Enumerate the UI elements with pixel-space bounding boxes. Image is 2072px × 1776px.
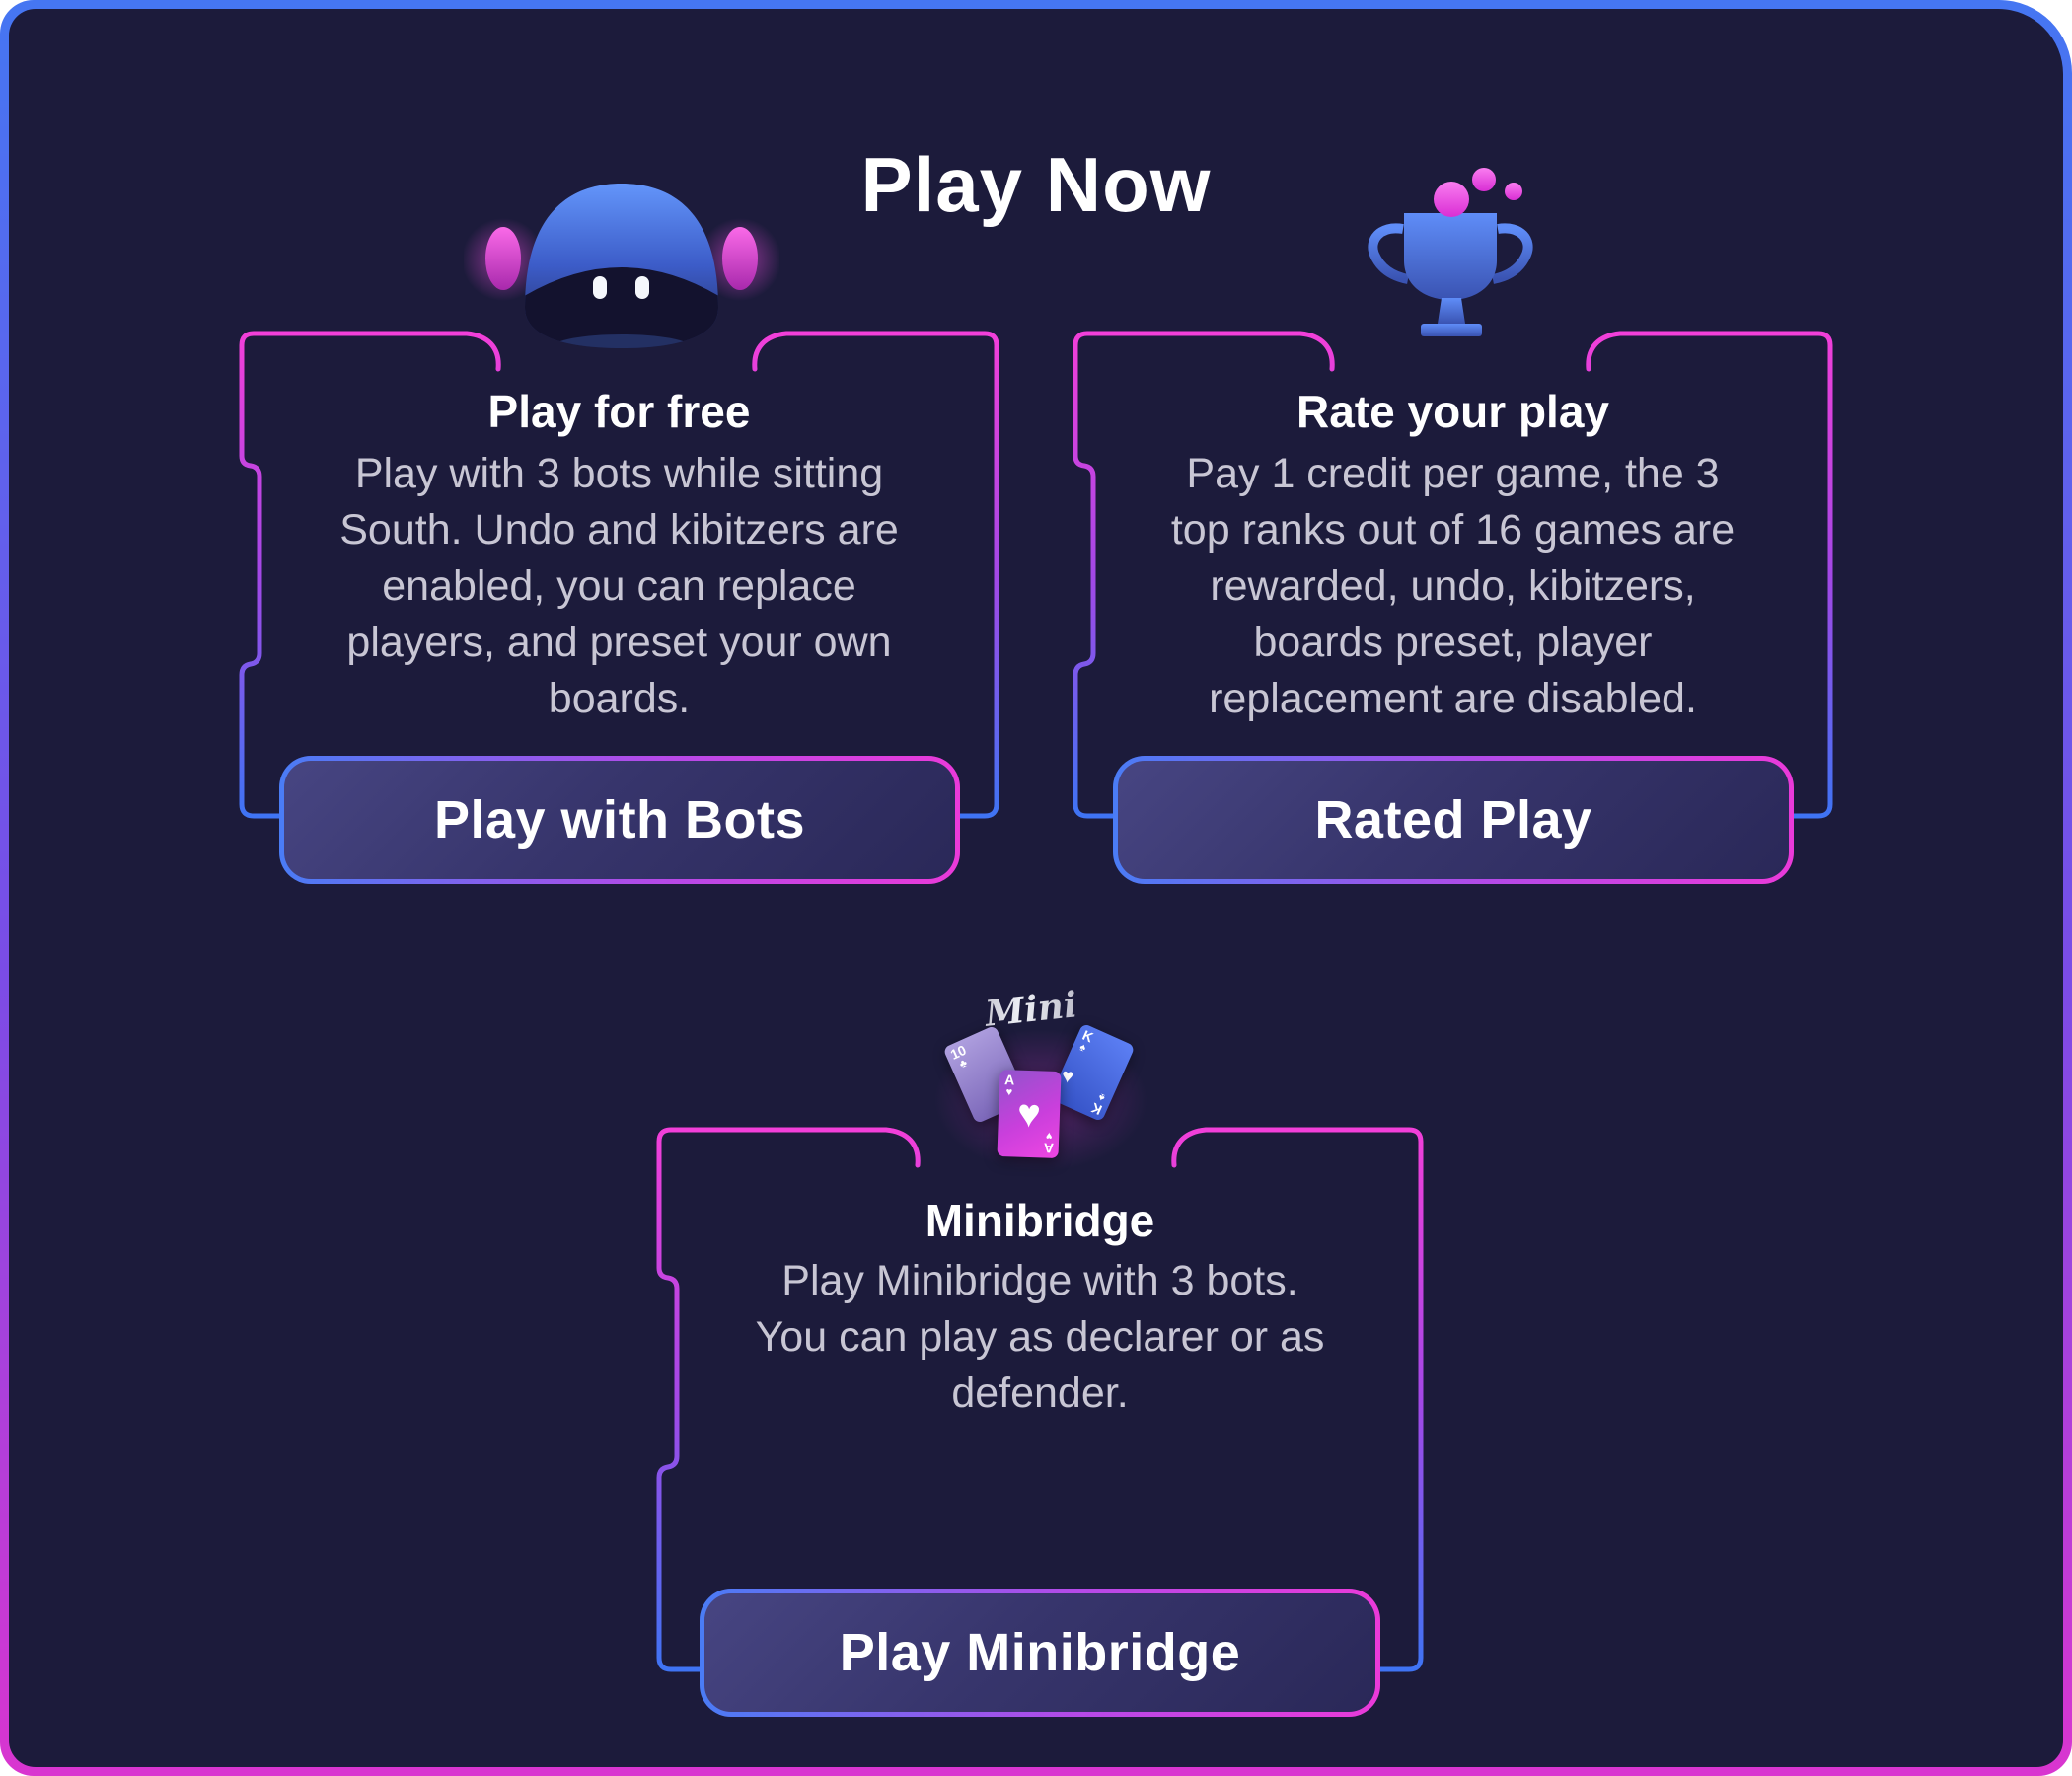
mini-cards-icon: 10 ♣ ♣ K ♠ ♥ K ♠ A ♥ ♥ A ♥ [893, 982, 1189, 1199]
heart-pip: ♥ [1061, 1065, 1075, 1088]
rated-play-button-label: Rated Play [1118, 761, 1789, 879]
panel-background [9, 9, 2063, 1767]
free-play-heading: Play for free [487, 386, 751, 437]
description-line: enabled, you can replace [382, 562, 856, 610]
description-line: boards preset, player [1253, 619, 1653, 666]
description-line: Play with 3 bots while sitting [354, 450, 884, 497]
description-line: top ranks out of 16 games are [1170, 506, 1736, 554]
minibridge-description: Play Minibridge with 3 bots. You can pla… [691, 1253, 1389, 1422]
description-line: players, and preset your own [346, 619, 892, 666]
page-title: Play Now [860, 141, 1212, 228]
description-line: defender. [951, 1369, 1129, 1417]
free-play-description: Play with 3 bots while sitting South. Un… [271, 446, 967, 727]
play-with-bots-button[interactable]: Play with Bots [279, 756, 960, 884]
rated-play-heading: Rate your play [1296, 386, 1609, 437]
description-line: South. Undo and kibitzers are [339, 506, 899, 554]
play-with-bots-button-label: Play with Bots [284, 761, 955, 879]
description-line: You can play as declarer or as [755, 1313, 1325, 1361]
description-line: Pay 1 credit per game, the 3 [1186, 450, 1720, 497]
play-minibridge-button[interactable]: Play Minibridge [700, 1589, 1380, 1717]
play-minibridge-button-label: Play Minibridge [704, 1593, 1375, 1712]
heart-center-pip: ♥ [1016, 1091, 1042, 1137]
card-corner: K ♠ [1077, 1026, 1096, 1055]
rated-play-description: Pay 1 credit per game, the 3 top ranks o… [1105, 446, 1801, 727]
playing-card-ace-hearts: A ♥ ♥ A ♥ [997, 1069, 1062, 1159]
description-line: Play Minibridge with 3 bots. [781, 1257, 1298, 1304]
rated-play-button[interactable]: Rated Play [1113, 756, 1794, 884]
card-corner: 10 ♣ [947, 1041, 970, 1072]
description-line: replacement are disabled. [1209, 675, 1697, 722]
description-line: boards. [548, 675, 691, 722]
description-line: rewarded, undo, kibitzers, [1210, 562, 1696, 610]
card-corner-inverted: A ♥ [1043, 1129, 1055, 1156]
minibridge-heading: Minibridge [925, 1195, 1155, 1246]
